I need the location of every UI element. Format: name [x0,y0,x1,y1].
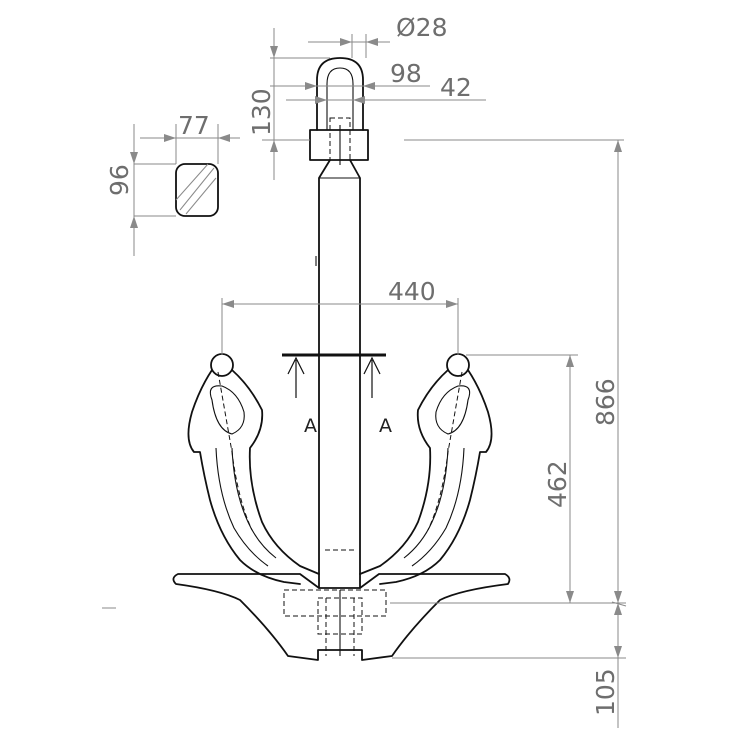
shackle-dimensions: Ø28 98 42 130 [247,13,486,180]
left-fluke [187,353,320,585]
dim-section-width: 77 [178,111,210,140]
section-label-left: A [304,415,317,437]
fluke-span-dimension: 440 [221,277,459,355]
dim-fluke-height: 462 [543,460,572,508]
dim-section-height: 96 [105,164,134,196]
shackle [309,57,369,165]
dim-shackle-height: 130 [247,88,276,136]
dim-pin-diameter: Ø28 [396,13,448,42]
right-vertical-dimensions: 462 866 105 [390,139,626,728]
section-view-a-a: 77 96 [105,111,240,256]
dim-fluke-span: 440 [388,277,436,306]
dim-crown-depth: 105 [591,668,620,716]
dim-shackle-inner: 42 [440,73,472,102]
dim-shackle-width: 98 [390,59,422,88]
right-fluke [359,353,493,585]
anchor-crown [172,573,511,661]
dim-overall-height: 866 [591,378,620,426]
stray-mark-right [611,601,627,607]
section-cut-a: A A [282,353,392,437]
section-label-right: A [379,415,392,437]
anchor-shank [315,159,361,589]
